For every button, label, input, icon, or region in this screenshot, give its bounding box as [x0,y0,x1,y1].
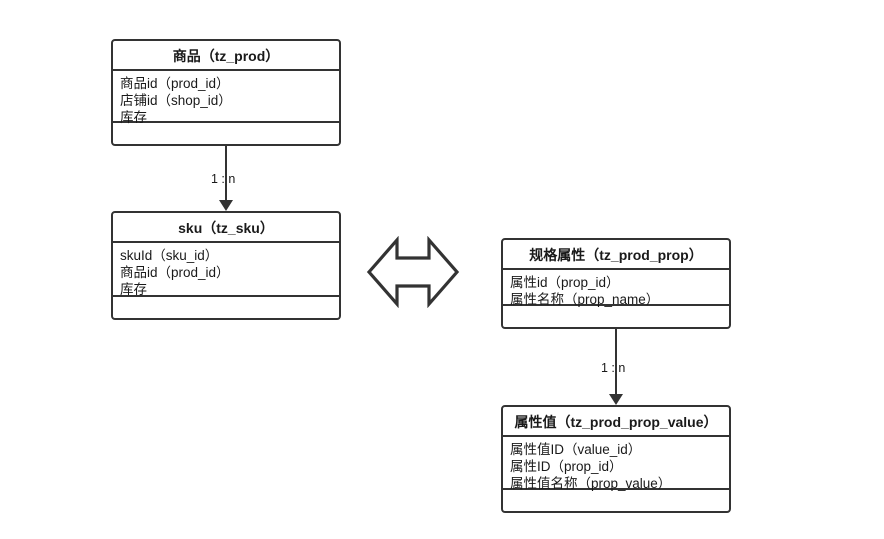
entity-attributes: 商品id（prod_id） 店铺id（shop_id） 库存 [113,71,339,125]
relation-prop-to-prop-value [609,329,623,405]
attribute-row: skuId（sku_id） [120,248,219,263]
entity-tz-prod-prop-value[interactable]: 属性值（tz_prod_prop_value） 属性值ID（value_id） … [501,405,731,513]
entity-tz-prod-prop[interactable]: 规格属性（tz_prod_prop） 属性id（prop_id） 属性名称（pr… [501,238,731,329]
entity-attributes: 属性值ID（value_id） 属性ID（prop_id） 属性值名称（prop… [503,437,729,491]
attribute-row: 属性值ID（value_id） [510,442,642,457]
bidirectional-arrow-icon [366,235,460,309]
attribute-row: 属性ID（prop_id） [510,459,623,474]
entity-tz-prod[interactable]: 商品（tz_prod） 商品id（prod_id） 店铺id（shop_id） … [111,39,341,146]
entity-title: 商品（tz_prod） [172,48,280,64]
entity-attributes: skuId（sku_id） 商品id（prod_id） 库存 [113,243,339,297]
entity-footer [503,306,729,327]
relation-arrowhead [609,394,623,405]
attribute-row: 属性名称（prop_name） [510,292,660,307]
attribute-row: 商品id（prod_id） [120,76,230,91]
entity-footer [113,297,339,318]
attribute-row: 属性值名称（prop_value） [510,476,672,491]
entity-footer [113,123,339,144]
entity-footer [503,490,729,511]
entity-tz-sku[interactable]: sku（tz_sku） skuId（sku_id） 商品id（prod_id） … [111,211,341,320]
relation-cardinality-label: 1 : n [601,361,626,375]
entity-title: 规格属性（tz_prod_prop） [529,247,703,263]
attribute-row: 商品id（prod_id） [120,265,230,280]
entity-header: 属性值（tz_prod_prop_value） [503,407,729,437]
entity-attributes: 属性id（prop_id） 属性名称（prop_name） [503,270,729,307]
relation-line [225,146,227,201]
entity-header: sku（tz_sku） [113,213,339,243]
relation-line [615,329,617,395]
attribute-row: 库存 [120,282,147,297]
relation-prod-to-sku [219,146,233,211]
attribute-row: 库存 [120,110,147,125]
attribute-row: 店铺id（shop_id） [120,93,232,108]
entity-title: 属性值（tz_prod_prop_value） [514,414,718,430]
relation-arrowhead [219,200,233,211]
relation-cardinality-label: 1 : n [211,172,236,186]
entity-header: 商品（tz_prod） [113,41,339,71]
attribute-row: 属性id（prop_id） [510,275,620,290]
entity-header: 规格属性（tz_prod_prop） [503,240,729,270]
entity-title: sku（tz_sku） [178,220,274,236]
